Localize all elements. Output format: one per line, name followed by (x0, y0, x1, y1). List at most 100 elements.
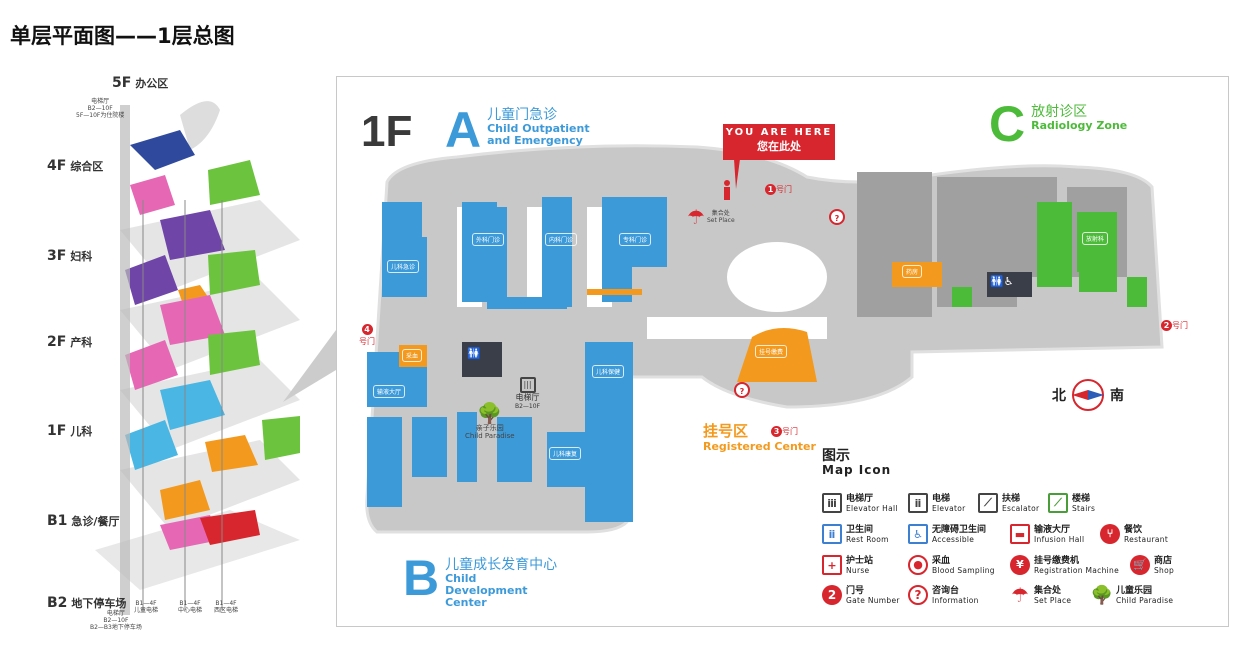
2f-pink (125, 340, 178, 390)
room-pharmacy[interactable]: 药房 (902, 265, 923, 278)
nurse-icon: + (822, 555, 842, 575)
restroom-block (987, 272, 1032, 297)
floor-number: 1F (361, 107, 413, 156)
stairs-icon: ⟋ (1048, 493, 1068, 513)
floor-stack-graphic (95, 101, 300, 615)
legend-title: 图示 (822, 448, 850, 464)
compass: 北 南 (1052, 377, 1124, 413)
5f-block (130, 130, 195, 170)
elevator-shaft (120, 105, 130, 615)
elevator-hall-icon: ||| (519, 377, 536, 393)
restroom-block (462, 342, 502, 377)
room-infusion[interactable]: 输液大厅 (373, 385, 406, 398)
escalator-icon: ⟋ (978, 493, 998, 513)
infusion-icon: ▬ (1010, 524, 1030, 544)
room-emergency[interactable]: 儿科急诊 (387, 260, 420, 273)
elevator-icon: ⅱ (908, 493, 928, 513)
callout-pointer (283, 330, 336, 402)
restroom-accessible-icon: 🚻♿ (990, 275, 1014, 288)
zone-a-blocks (382, 197, 667, 309)
corridor-strip (587, 289, 642, 295)
room-rehab[interactable]: 儿科康复 (549, 447, 582, 460)
shop-icon: 🛒 (1130, 555, 1150, 575)
restroom-icon: 🚻 (467, 347, 481, 360)
legend-subtitle: Map Icon (822, 463, 892, 477)
pharmacy-block (892, 262, 942, 287)
compass-icon (1072, 379, 1104, 411)
umbrella-icon: ☂ (687, 205, 705, 229)
restroom-icon: ⅱ (822, 524, 842, 544)
zone-b-blocks (367, 342, 633, 522)
b1-red (200, 510, 260, 545)
registration-machine-icon: ¥ (1010, 555, 1030, 575)
elevator-hall-icon: ⅲ (822, 493, 842, 513)
room-registration[interactable]: 挂号缴费 (755, 345, 788, 358)
room-care[interactable]: 儿科保健 (592, 365, 625, 378)
person-icon (724, 159, 740, 200)
room-surgery[interactable]: 外科门诊 (472, 233, 505, 246)
floor-plan (365, 144, 1164, 534)
tree-icon: 🌳 (477, 401, 503, 425)
3f-purple-top (160, 210, 225, 260)
registration-block (737, 328, 817, 382)
blood-icon: ● (908, 555, 928, 575)
1f-blue (125, 420, 178, 470)
restaurant-icon: ⑂ (1100, 524, 1120, 544)
radiology-blocks (952, 202, 1147, 307)
2f-green (208, 330, 260, 375)
room-special[interactable]: 专科门诊 (619, 233, 652, 246)
child-paradise-icon: 🌳 (1090, 584, 1114, 606)
1f-green (262, 416, 300, 460)
3f-purple (125, 255, 178, 305)
3f-green (208, 250, 260, 295)
1f-orange (205, 435, 258, 472)
room-internal[interactable]: 内科门诊 (545, 233, 578, 246)
page-title: 单层平面图——1层总图 (10, 24, 235, 48)
information-icon: ? (829, 209, 845, 225)
room-blood[interactable]: 采血 (402, 349, 423, 362)
2f-pink-top (160, 295, 225, 345)
information-icon: ? (734, 382, 750, 398)
room-radiology[interactable]: 放射科 (1082, 232, 1109, 245)
information-icon: ? (908, 585, 928, 605)
set-place-icon: ☂ (1011, 583, 1029, 607)
4f-pink (130, 175, 175, 215)
4f-green (208, 160, 260, 205)
